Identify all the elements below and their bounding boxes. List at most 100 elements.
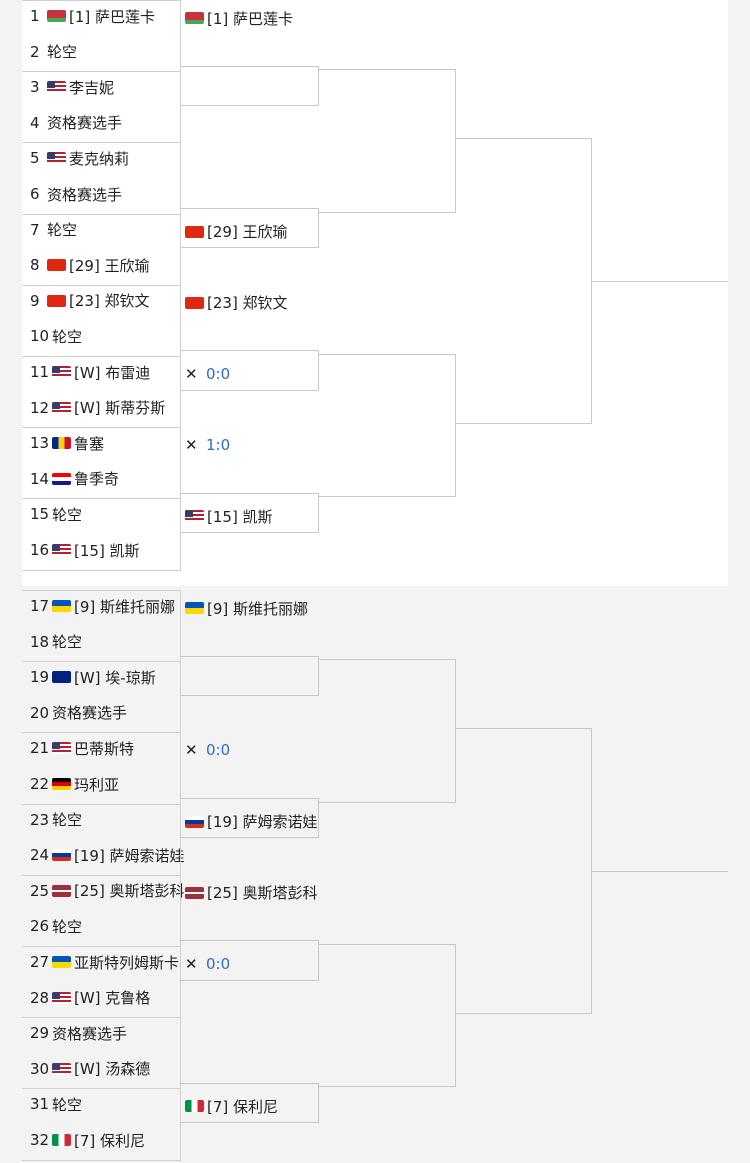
crossed-rackets-icon: ✕ [185, 955, 198, 973]
round2-entry[interactable]: [15] 凯斯 [185, 504, 273, 528]
round2-entry[interactable]: [7] 保利尼 [185, 1094, 278, 1118]
draw-slot-25[interactable]: 25[25] 奥斯塔彭科 [30, 876, 190, 906]
flag-icon-chn [47, 259, 66, 272]
round2-entry[interactable]: [1] 萨巴莲卡 [185, 6, 293, 30]
player-name: 轮空 [47, 43, 78, 62]
round2-entry[interactable]: ✕0:0 [185, 738, 230, 762]
match-score[interactable]: 0:0 [206, 741, 231, 760]
player-name: [9] 斯维托丽娜 [74, 597, 176, 616]
first-round-match-box [22, 1088, 181, 1161]
match-score[interactable]: 0:0 [206, 955, 231, 973]
slot-number: 1 [30, 7, 40, 25]
draw-slot-11[interactable]: 11[W] 布雷迪 [30, 357, 190, 387]
round2-connector [181, 1122, 318, 1123]
slot-number: 15 [30, 505, 50, 524]
round2-connector [318, 208, 319, 249]
slot-number: 11 [30, 363, 50, 381]
slot-number: 27 [30, 953, 50, 971]
flag-icon-ukr [52, 600, 71, 612]
draw-slot-30[interactable]: 30[W] 汤森德 [30, 1054, 190, 1084]
first-round-match-box [22, 284, 181, 357]
round2-entry[interactable]: [9] 斯维托丽娜 [185, 596, 308, 620]
match-score[interactable]: 0:0 [206, 365, 231, 383]
draw-slot-8[interactable]: 8[29] 王欣瑜 [30, 250, 190, 280]
final-connector [591, 870, 728, 872]
flag-icon-usa [52, 742, 71, 755]
crossed-rackets-icon: ✕ [185, 436, 198, 455]
slot-number: 14 [30, 469, 50, 488]
player-name: [W] 汤森德 [74, 1060, 151, 1079]
draw-slot-19[interactable]: 19[W] 埃-琼斯 [30, 662, 190, 692]
slot-number: 19 [30, 668, 50, 687]
draw-slot-1[interactable]: 1[1] 萨巴莲卡 [30, 1, 190, 31]
slot-number: 32 [30, 1131, 50, 1149]
player-name: [W] 克鲁格 [74, 989, 151, 1008]
flag-canton [52, 1062, 60, 1070]
player-name: 巴蒂斯特 [74, 739, 135, 758]
round2-connector [181, 798, 318, 799]
draw-slot-16[interactable]: 16[15] 凯斯 [30, 535, 190, 565]
match-score[interactable]: 1:0 [206, 436, 231, 455]
flag-icon-rus [185, 815, 204, 828]
first-round-match-box [22, 498, 181, 571]
player-name: 李吉妮 [69, 78, 115, 97]
round2-player-name: [29] 王欣瑜 [207, 223, 288, 242]
draw-slot-12[interactable]: 12[W] 斯蒂芬斯 [30, 393, 190, 423]
flag-icon-ita [52, 1134, 71, 1146]
draw-slot-28[interactable]: 28[W] 克鲁格 [30, 983, 190, 1013]
draw-slot-17[interactable]: 17[9] 斯维托丽娜 [30, 591, 190, 621]
flag-canton [47, 152, 55, 160]
round2-entry[interactable]: [25] 奥斯塔彭科 [185, 881, 318, 905]
round2-connector [181, 837, 318, 839]
player-name: [15] 凯斯 [74, 541, 140, 560]
round2-connector [318, 65, 319, 106]
flag-icon-lat [52, 884, 71, 897]
round2-entry[interactable]: ✕0:0 [185, 362, 230, 386]
round2-entry[interactable]: [23] 郑钦文 [185, 291, 288, 315]
round4-connector [455, 728, 591, 730]
round2-connector [181, 350, 318, 352]
round2-connector [181, 694, 318, 696]
player-name: 资格赛选手 [52, 1024, 128, 1043]
flag-canton [185, 510, 193, 518]
slot-number: 8 [30, 256, 40, 275]
round2-connector [318, 655, 319, 696]
flag-icon-ukr [52, 956, 71, 968]
round2-entry[interactable]: ✕ 0:0 [185, 952, 230, 976]
flag-icon-usa [52, 401, 71, 414]
round2-entry[interactable]: [29] 王欣瑜 [185, 220, 288, 244]
round2-connector [181, 979, 318, 981]
draw-slot-24[interactable]: 24[19] 萨姆索诺娃 [30, 840, 190, 870]
round2-entry[interactable]: [19] 萨姆索诺娃 [185, 810, 318, 834]
flag-canton [47, 81, 55, 89]
round2-connector [181, 208, 318, 209]
round2-connector [181, 247, 318, 249]
first-round-match-box [22, 661, 181, 734]
draw-slot-9[interactable]: 9[23] 郑钦文 [30, 286, 190, 316]
flag-icon-usa [52, 544, 71, 556]
draw-slot-32[interactable]: 32[7] 保利尼 [30, 1125, 190, 1155]
first-round-match-box [22, 71, 181, 144]
round2-connector [181, 655, 318, 657]
round2-entry[interactable]: ✕ 1:0 [185, 433, 230, 457]
round2-player-name: [25] 奥斯塔彭科 [207, 884, 318, 903]
